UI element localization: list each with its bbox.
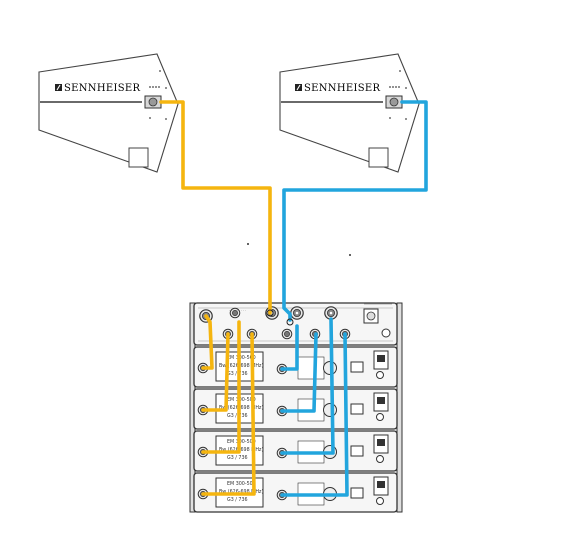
receiver-3-band: Bw (626-698 MHz) (219, 447, 263, 453)
cable-b-rx2 (280, 332, 318, 413)
antenna-a-connector (144, 95, 162, 109)
antenna-a-mount (128, 147, 149, 168)
cable-antenna-a-to-splitter (159, 100, 272, 315)
antenna-b-led-dots (389, 70, 407, 120)
receiver-1-band: Bw (626-698 MHz) (219, 363, 263, 369)
antenna-b-logo-icon (294, 83, 303, 92)
cable-a-rx2 (201, 332, 230, 412)
receiver-4-model: EM 300-500 (227, 481, 256, 487)
receiver-1-model: EM 300-500 (227, 355, 256, 361)
antenna-b-mount (368, 147, 389, 168)
receiver-4-eth (350, 487, 364, 499)
cable-a-rx3 (201, 320, 241, 454)
connector-caps (266, 309, 294, 326)
cable-antenna-b-to-splitter (282, 100, 428, 322)
cable-a-rx1 (201, 314, 214, 370)
antenna-a-logo-icon (54, 83, 63, 92)
receiver-3-eth (350, 445, 364, 457)
antenna-b-connector (385, 95, 403, 109)
antenna-a-body (38, 53, 179, 173)
cable-a-rx4 (201, 332, 256, 496)
receiver-2-xlr (323, 403, 337, 417)
antenna-a: SENNHEISER (38, 53, 179, 173)
antenna-a-brand: SENNHEISER (64, 83, 140, 94)
cables-antenna-b (280, 100, 428, 497)
receiver-3-model: EM 300-500 (227, 439, 256, 445)
splitter-small-label: · · · · · · · · · (229, 309, 246, 313)
dot-mark (247, 243, 249, 245)
splitter-dc-jack (381, 328, 391, 338)
antenna-b-brand: SENNHEISER (304, 83, 380, 94)
splitter-a-main-connector (265, 306, 279, 320)
antenna-b-body (279, 53, 420, 173)
splitter-b-out1 (281, 328, 293, 340)
receiver-2-eth (350, 403, 364, 415)
receiver-2-band: Bw (626-698 MHz) (219, 405, 263, 411)
cable-b-rx4 (280, 332, 349, 497)
cable-b-rx3 (280, 317, 335, 455)
rack-ear-right (396, 302, 403, 513)
receiver-4-band: Bw (626-698 MHz) (219, 489, 263, 495)
cable-b-rx1 (280, 324, 299, 371)
receiver-3-channel: G3 / 736 (227, 455, 248, 461)
receiver-4-channel: G3 / 736 (227, 497, 248, 503)
antenna-a-led-dots (149, 70, 167, 120)
cables-antenna-a (159, 100, 272, 496)
dot-mark (349, 254, 351, 256)
receiver-2-model: EM 300-500 (227, 397, 256, 403)
splitter-b-main-connector (290, 306, 304, 320)
receiver-1-eth (350, 361, 364, 373)
antenna-b: SENNHEISER (279, 53, 420, 173)
